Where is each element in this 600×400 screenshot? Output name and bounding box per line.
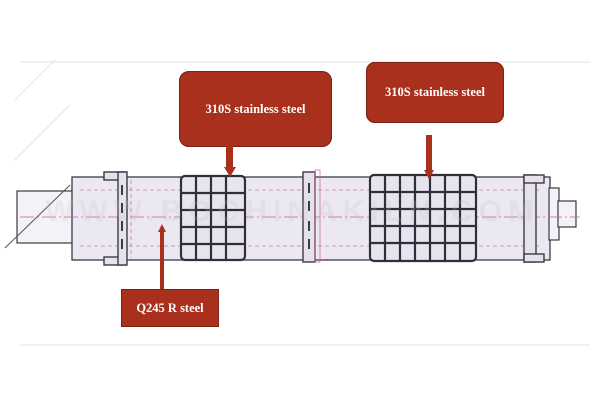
right-flange [523,174,545,263]
arrow-left-shaft [226,146,233,168]
arrow-right-head [424,170,434,179]
label-q245r-text: Q245 R steel [136,300,204,315]
stub-diagonal [4,184,71,249]
label-310s-right: 310S stainless steel [366,62,504,123]
label-310s-right-text: 310S stainless steel [385,85,485,99]
arrow-right-shaft [426,135,432,171]
right-shaft-stub [557,200,577,228]
watermark-text: WWW.BOCHINAKILN.COM [45,195,539,228]
left-flange [103,171,128,266]
label-q245r: Q245 R steel [121,289,219,327]
label-310s-left: 310S stainless steel [179,71,332,147]
arrow-left-head [224,167,236,177]
middle-flange-outline [314,169,321,263]
right-lifter-grid [368,173,478,263]
arrow-bottom-head [158,224,166,232]
left-lifter-grid [179,174,247,262]
label-310s-left-text: 310S stainless steel [205,101,306,116]
arrow-bottom-shaft [160,231,164,290]
